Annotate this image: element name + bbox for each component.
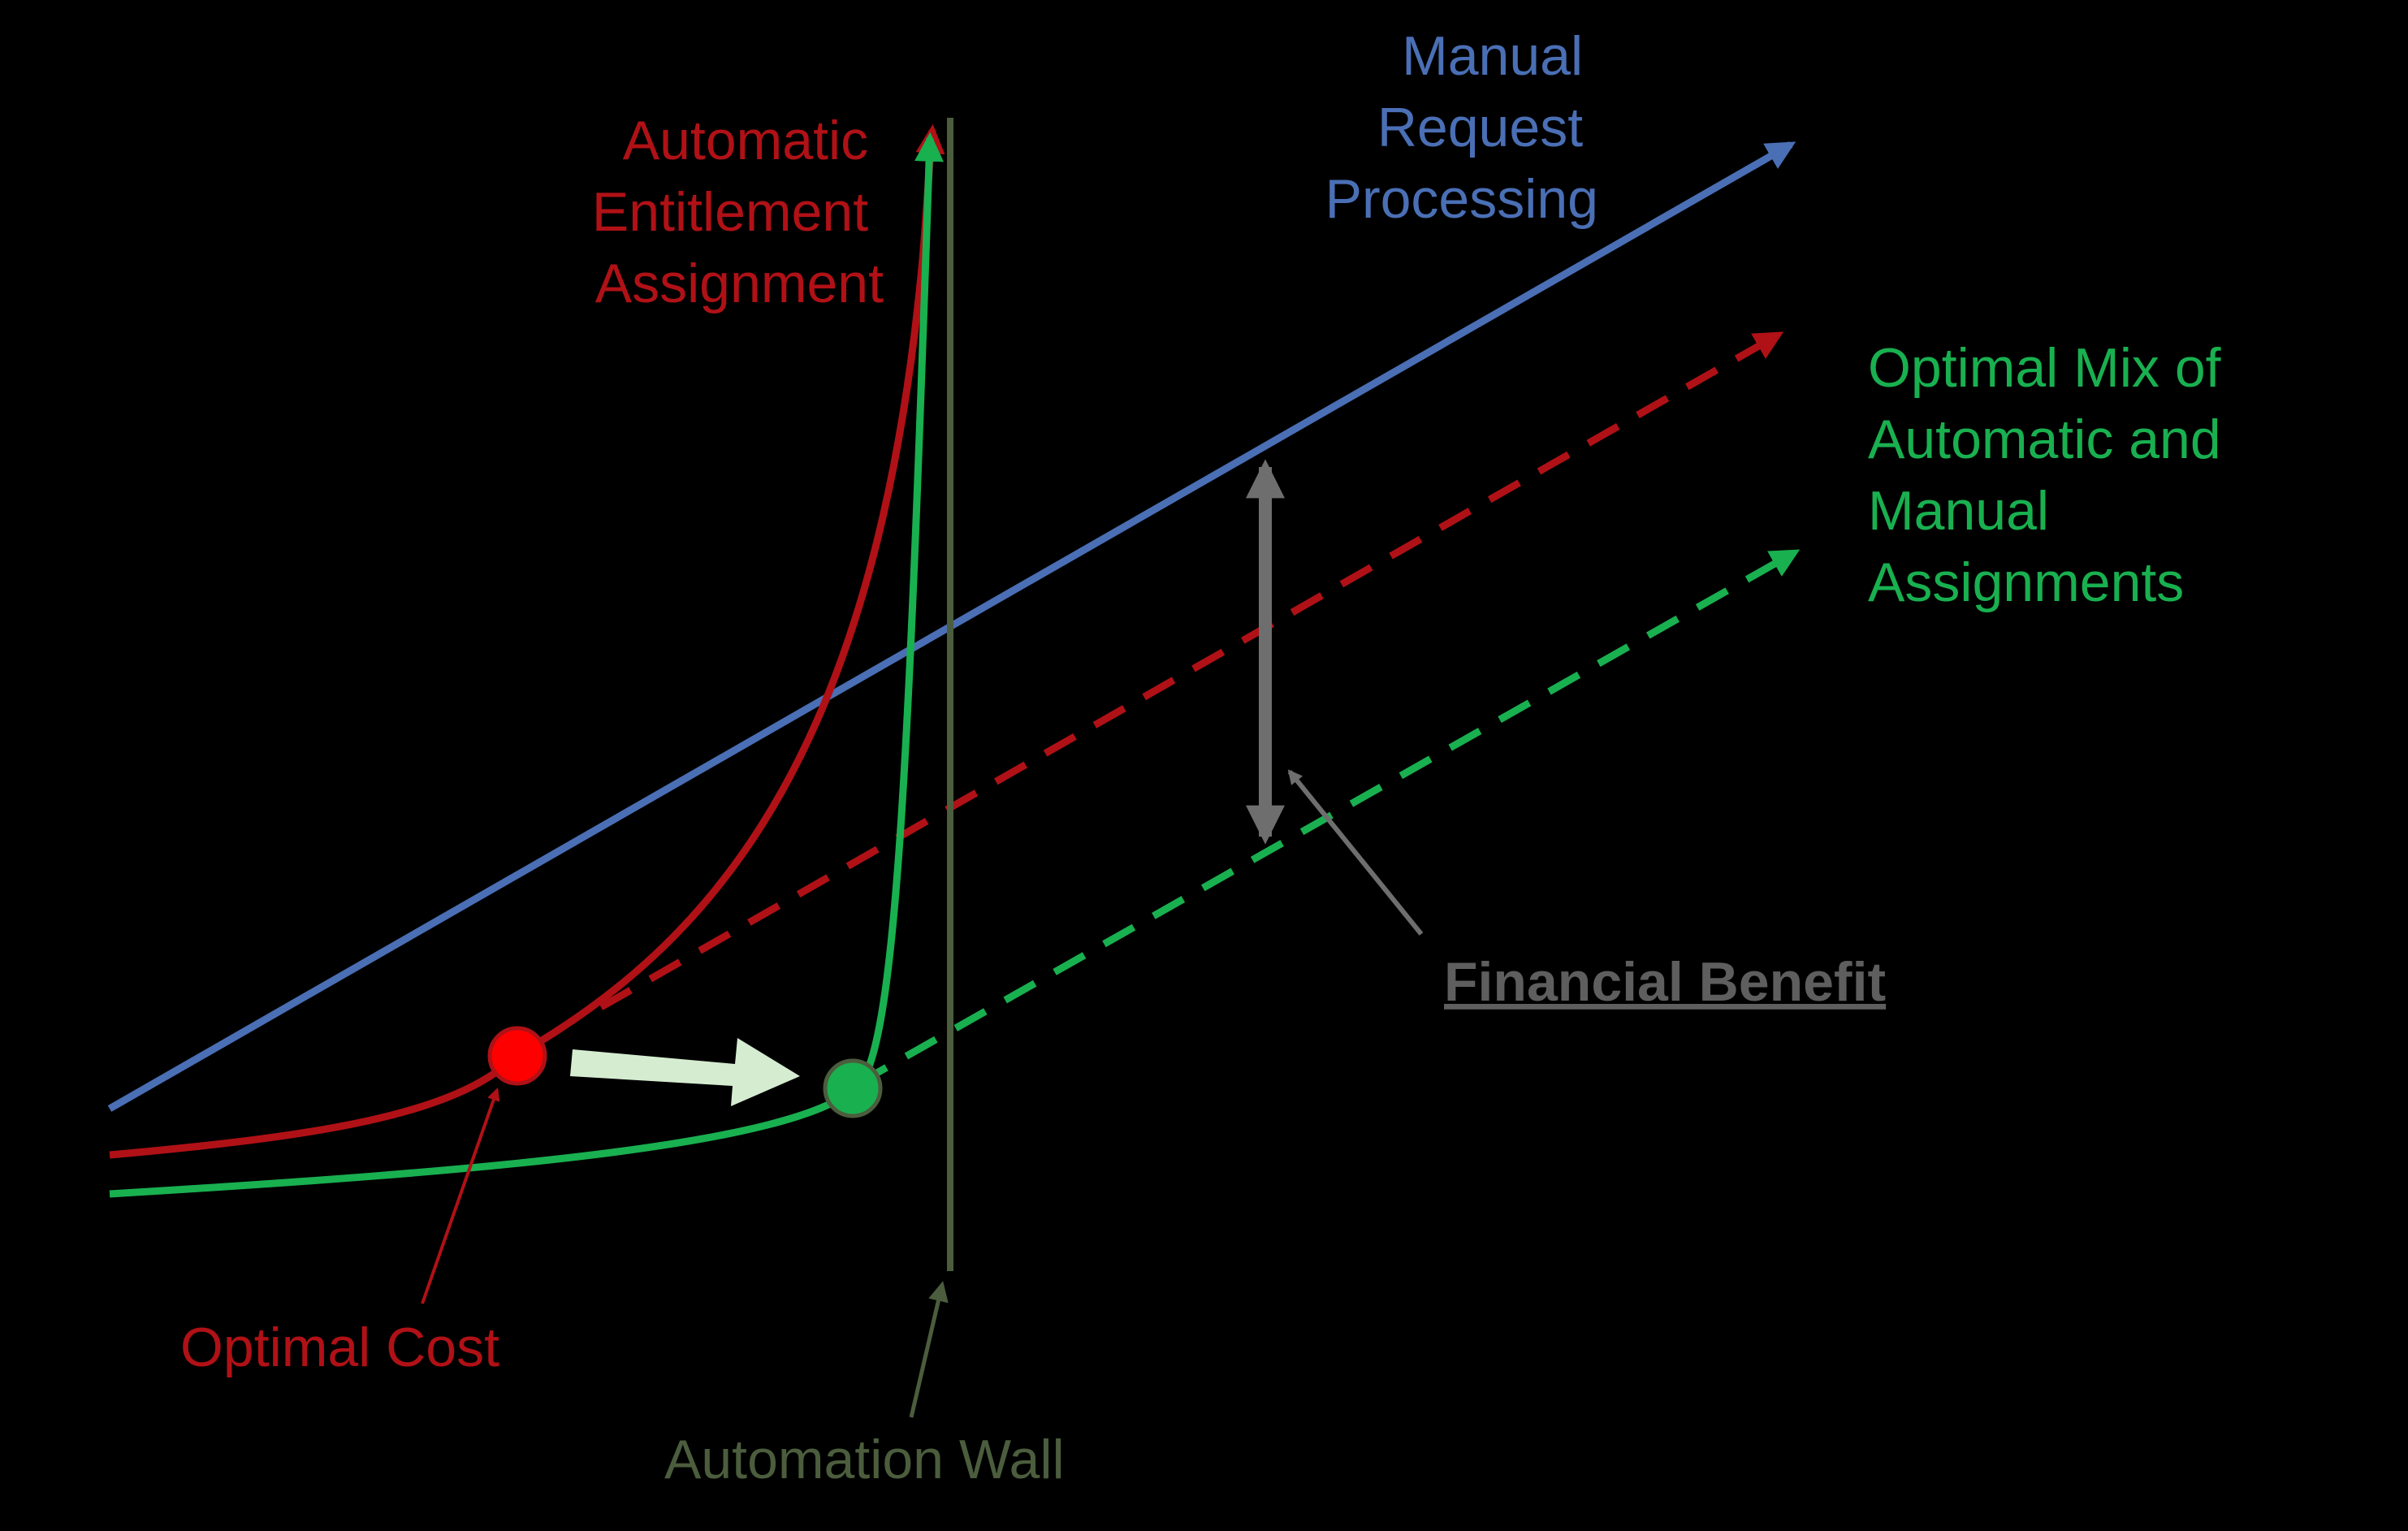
manual-processing-label: Manual Request Processing xyxy=(1325,25,1598,230)
automation-wall-pointer xyxy=(909,1281,949,1418)
optimal-mix-label: Optimal Mix of Automatic and Manual Assi… xyxy=(1868,337,2237,613)
optimal-cost-point xyxy=(487,1026,547,1086)
optimal-cost-label: Optimal Cost xyxy=(180,1317,499,1378)
shift-arrow xyxy=(570,1038,800,1106)
optimal-mix-point xyxy=(823,1058,883,1118)
financial-benefit-pointer xyxy=(1287,769,1424,936)
automatic-entitlement-label: Automatic Entitlement Assignment xyxy=(592,110,884,314)
automation-wall-label: Automation Wall xyxy=(664,1429,1065,1490)
automatic-dashed-line xyxy=(599,331,1784,1010)
financial-benefit-label: Financial Benefit xyxy=(1444,951,1886,1013)
optimal-cost-pointer xyxy=(421,1087,500,1304)
